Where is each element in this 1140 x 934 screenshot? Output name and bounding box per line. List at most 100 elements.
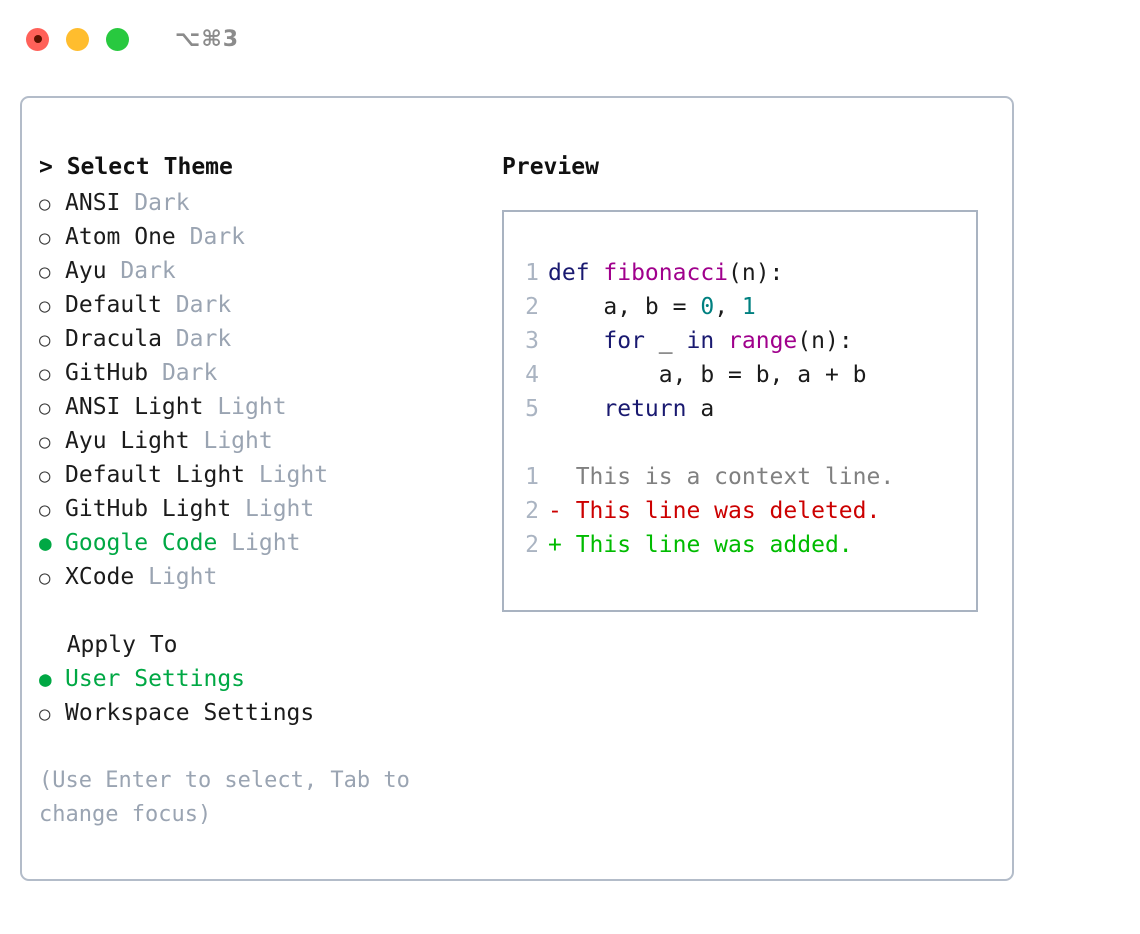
theme-option-tag: Dark bbox=[148, 360, 218, 386]
radio-unselected-icon: ○ bbox=[39, 329, 51, 351]
code-token-plain bbox=[548, 328, 603, 354]
theme-option-label: Ayu bbox=[65, 258, 107, 284]
code-token-num: 0 bbox=[700, 294, 715, 320]
code-token-kw: in bbox=[686, 328, 715, 354]
theme-option-default[interactable]: ○Default Dark bbox=[39, 288, 502, 322]
radio-unselected-icon: ○ bbox=[39, 703, 51, 725]
close-icon bbox=[33, 35, 42, 43]
theme-option-default-light[interactable]: ○ Default Light Light bbox=[39, 458, 502, 492]
theme-option-tag: Light bbox=[217, 530, 301, 556]
theme-option-tag: Dark bbox=[120, 190, 190, 216]
theme-option-github-light[interactable]: ○ GitHub Light Light bbox=[39, 492, 502, 526]
code-line: 4 a, b = b, a + b bbox=[504, 358, 976, 392]
theme-option-label: GitHub bbox=[65, 360, 149, 386]
code-token-plain: a bbox=[686, 396, 715, 422]
code-line: 3 for _ in range(n): bbox=[504, 324, 976, 358]
code-text: a, b = 0, 1 bbox=[548, 290, 756, 324]
diff-text: This is a context line. bbox=[548, 464, 895, 490]
code-text: for _ in range(n): bbox=[548, 324, 853, 358]
code-text: def fibonacci(n): bbox=[548, 256, 783, 290]
theme-option-label: ANSI bbox=[65, 190, 121, 216]
theme-option-tag: Dark bbox=[161, 292, 232, 318]
theme-option-tag: Light bbox=[189, 428, 273, 454]
theme-option-label: XCode bbox=[65, 564, 135, 590]
theme-option-ayu-light[interactable]: ○ Ayu Light Light bbox=[39, 424, 502, 458]
code-token-plain: (n): bbox=[797, 328, 853, 354]
theme-option-tag: Light bbox=[231, 496, 315, 522]
code-token-plain: , bbox=[714, 294, 742, 320]
theme-option-github[interactable]: ○GitHub Dark bbox=[39, 356, 502, 390]
code-token-num: 1 bbox=[741, 294, 756, 320]
radio-selected-icon: ● bbox=[39, 667, 52, 691]
apply-to-option-workspace-settings[interactable]: ○ Workspace Settings bbox=[39, 696, 502, 730]
theme-option-label: Dracula bbox=[65, 326, 162, 352]
title-bar: ⌥⌘3 bbox=[0, 0, 1140, 78]
theme-option-label: Ayu Light bbox=[65, 428, 190, 454]
zoom-button[interactable] bbox=[106, 27, 129, 51]
close-button[interactable] bbox=[26, 27, 49, 51]
theme-option-tag: Light bbox=[245, 462, 329, 488]
diff-line-del: 2 - This line was deleted. bbox=[504, 494, 976, 528]
radio-unselected-icon: ○ bbox=[39, 431, 51, 453]
diff-line-add: 2+ This line was added. bbox=[504, 528, 976, 562]
theme-option-google-code[interactable]: ● Google Code Light bbox=[39, 526, 502, 560]
radio-unselected-icon: ○ bbox=[39, 499, 51, 521]
list-spacer bbox=[39, 594, 502, 628]
apply-to-heading: Apply To bbox=[39, 632, 178, 658]
theme-option-ayu[interactable]: ○Ayu Dark bbox=[39, 254, 502, 288]
minimize-button[interactable] bbox=[66, 27, 89, 51]
diff-sample: 1 This is a context line. 2 - This line wa… bbox=[504, 460, 976, 562]
code-token-plain: (n): bbox=[728, 260, 784, 286]
theme-option-label: Atom One bbox=[65, 224, 176, 250]
apply-to-option-label: Workspace Settings bbox=[65, 700, 315, 726]
theme-option-tag: Dark bbox=[161, 326, 232, 352]
theme-option-label: GitHub Light bbox=[65, 496, 232, 522]
radio-unselected-icon: ○ bbox=[39, 465, 51, 487]
theme-option-ansi[interactable]: ○ANSI Dark bbox=[39, 186, 502, 220]
diff-line-ctx: 1 This is a context line. bbox=[504, 460, 976, 494]
theme-option-label: Default Light bbox=[65, 462, 246, 488]
theme-option-tag: Dark bbox=[106, 258, 176, 284]
dialog-card: > Select Theme ○ANSI Dark○Atom One Dark○… bbox=[20, 96, 1014, 881]
preview-heading: Preview bbox=[502, 154, 599, 180]
code-token-fn: range bbox=[728, 328, 798, 354]
code-line: 1 def fibonacci(n): bbox=[504, 256, 976, 290]
theme-option-label: Default bbox=[65, 292, 162, 318]
code-text: return a bbox=[548, 392, 714, 426]
radio-selected-icon: ● bbox=[39, 531, 52, 555]
radio-unselected-icon: ○ bbox=[39, 227, 51, 249]
line-number: 2 bbox=[525, 294, 539, 320]
diff-text: - This line was deleted. bbox=[548, 498, 881, 524]
code-token-fn: fibonacci bbox=[603, 260, 729, 286]
line-number: 1 bbox=[525, 464, 539, 490]
code-token-kw: return bbox=[603, 396, 687, 422]
theme-option-label: Google Code bbox=[65, 530, 218, 556]
code-line: 2 a, b = 0, 1 bbox=[504, 290, 976, 324]
radio-unselected-icon: ○ bbox=[39, 397, 51, 419]
radio-unselected-icon: ○ bbox=[39, 567, 51, 589]
line-number: 2 bbox=[525, 498, 539, 524]
theme-option-xcode[interactable]: ○XCode Light bbox=[39, 560, 502, 594]
theme-option-dracula[interactable]: ○ Dracula Dark bbox=[39, 322, 502, 356]
keyboard-hint: (Use Enter to select, Tab to change focu… bbox=[39, 768, 424, 827]
line-number: 4 bbox=[525, 362, 539, 388]
theme-option-list[interactable]: ○ANSI Dark○Atom One Dark○Ayu Dark○Defaul… bbox=[39, 186, 502, 594]
theme-option-tag: Light bbox=[203, 394, 287, 420]
apply-to-option-list[interactable]: ● User Settings ○ Workspace Settings bbox=[39, 662, 502, 730]
code-text: a, b = b, a + b bbox=[548, 358, 867, 392]
line-number: 1 bbox=[525, 260, 539, 286]
theme-option-ansi-light[interactable]: ○ ANSI Light Light bbox=[39, 390, 502, 424]
code-token-plain bbox=[714, 328, 728, 354]
theme-option-atom-one[interactable]: ○Atom One Dark bbox=[39, 220, 502, 254]
code-token-kw: def bbox=[548, 260, 604, 286]
code-token-plain: a, b = b, a + b bbox=[548, 362, 867, 388]
diff-text: + This line was added. bbox=[548, 532, 853, 558]
code-token-plain: _ bbox=[644, 328, 687, 354]
apply-to-option-user-settings[interactable]: ● User Settings bbox=[39, 662, 502, 696]
select-theme-heading: > Select Theme bbox=[39, 154, 233, 180]
apply-to-option-label: User Settings bbox=[65, 666, 246, 692]
theme-option-label: ANSI Light bbox=[65, 394, 204, 420]
code-token-kw: for bbox=[603, 328, 645, 354]
